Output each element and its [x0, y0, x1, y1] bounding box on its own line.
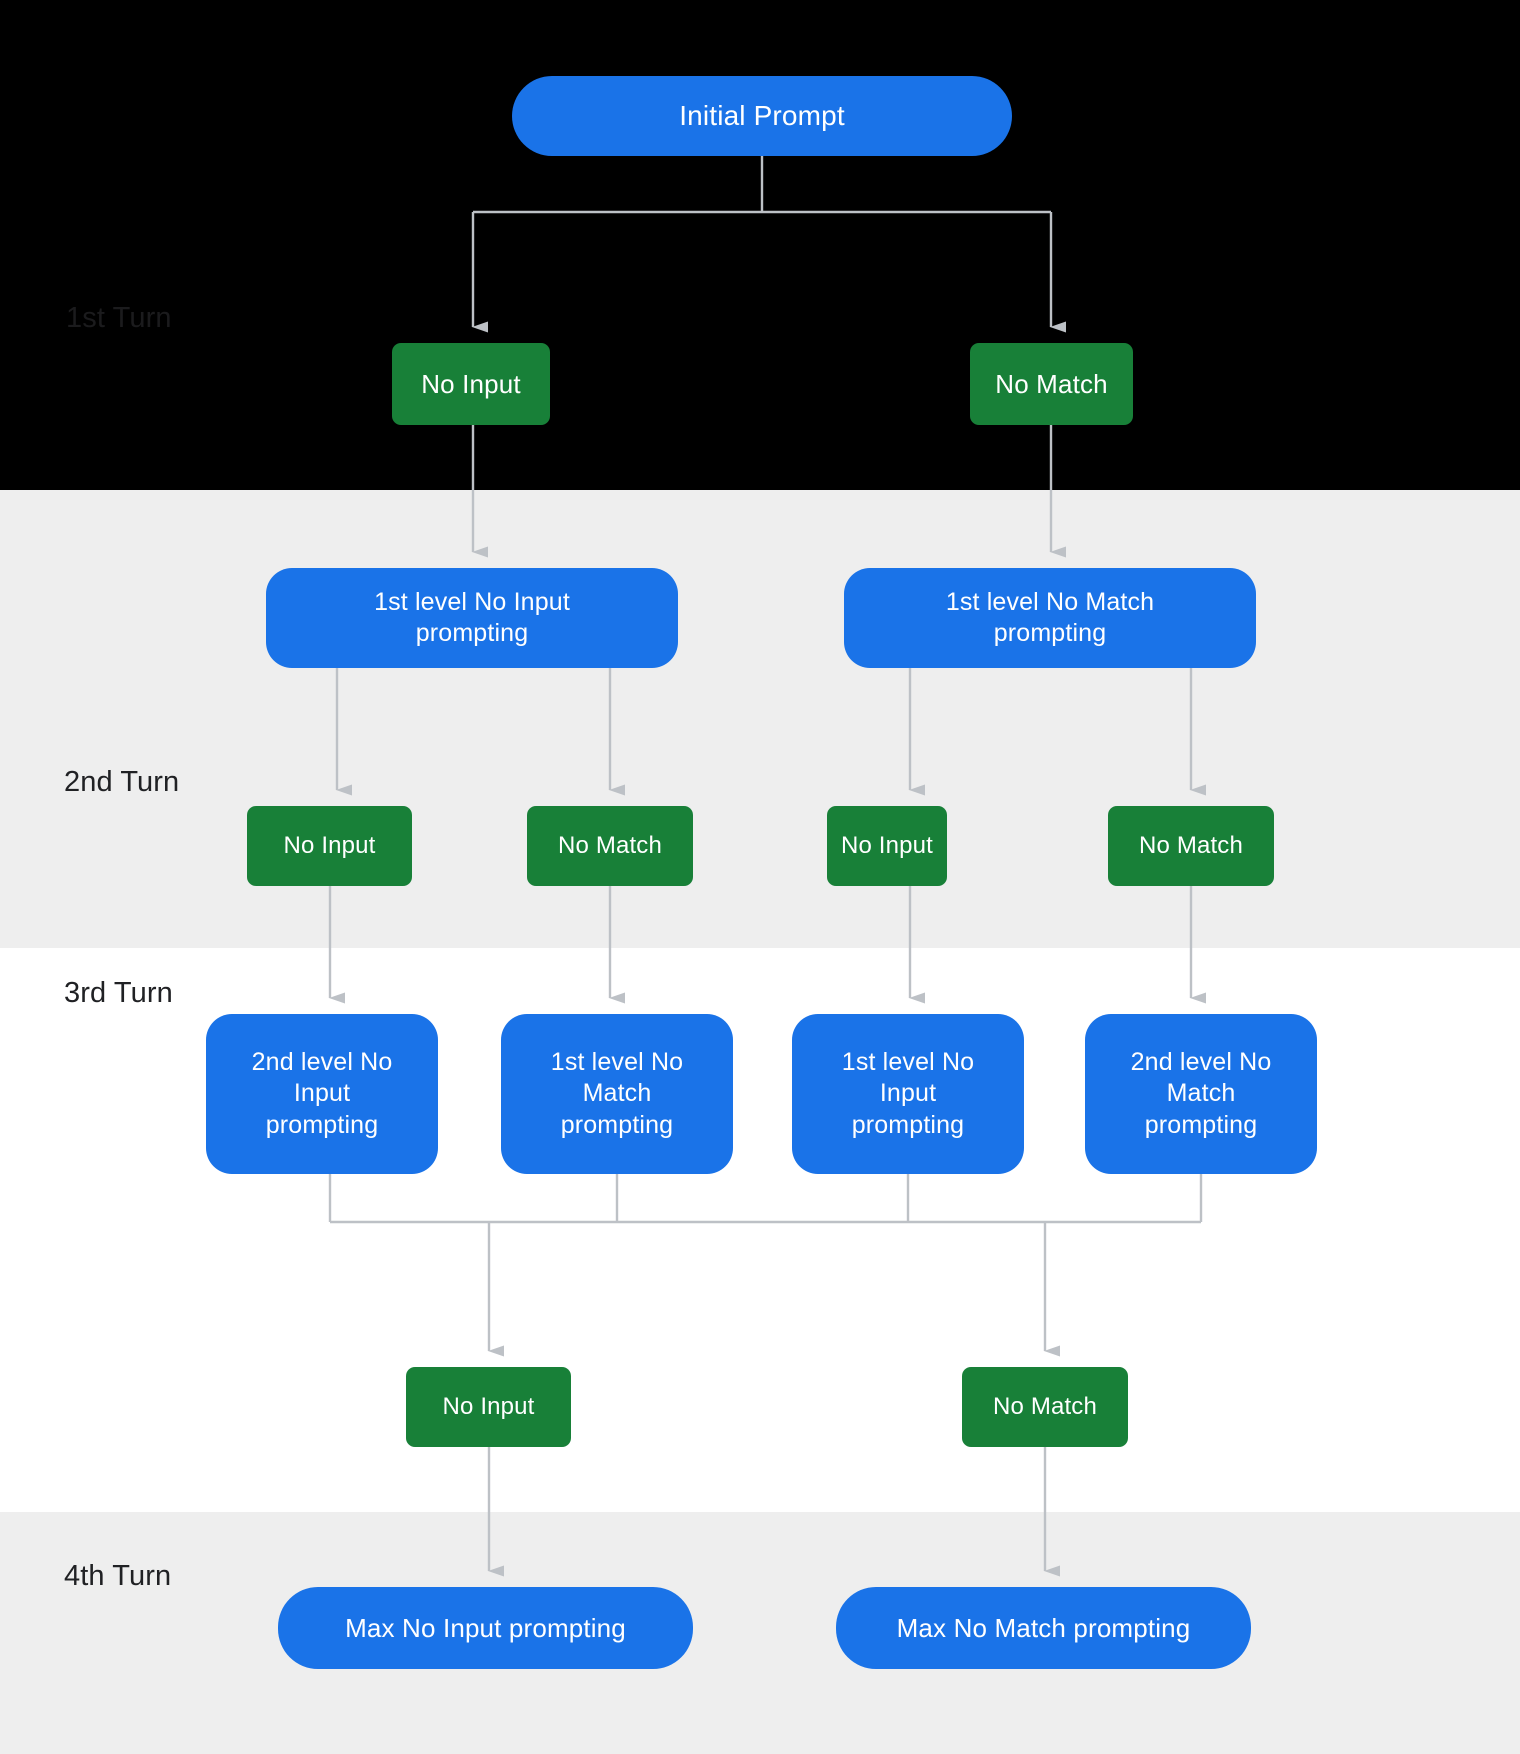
node-turn3-prompt-2nd-no-input[interactable]: 2nd level No Input prompting: [206, 1014, 438, 1174]
node-initial-prompt[interactable]: Initial Prompt: [512, 76, 1012, 156]
node-label: No Match: [993, 1392, 1097, 1420]
node-turn3-event-no-match[interactable]: No Match: [962, 1367, 1128, 1447]
node-label: 2nd level No Input prompting: [251, 1047, 393, 1139]
node-turn1-no-input[interactable]: No Input: [392, 343, 550, 425]
node-label: 1st level No Match prompting: [550, 1047, 684, 1139]
node-turn3-prompt-1st-no-input[interactable]: 1st level No Input prompting: [792, 1014, 1024, 1174]
node-label: Initial Prompt: [679, 100, 845, 132]
turn-label-1st: 1st Turn: [66, 302, 172, 334]
node-label: Max No Match prompting: [896, 1612, 1191, 1643]
node-turn2-prompt-no-input[interactable]: 1st level No Input prompting: [266, 568, 678, 668]
node-label: Max No Input prompting: [345, 1612, 626, 1643]
node-label: 2nd level No Match prompting: [1130, 1047, 1272, 1139]
node-label: No Input: [841, 831, 933, 859]
node-turn2-event-no-input-a[interactable]: No Input: [247, 806, 412, 886]
turn-band-1: [0, 0, 1520, 490]
node-turn3-event-no-input[interactable]: No Input: [406, 1367, 571, 1447]
node-label: No Match: [1139, 831, 1243, 859]
node-label: 1st level No Input prompting: [374, 587, 570, 648]
node-turn2-prompt-no-match[interactable]: 1st level No Match prompting: [844, 568, 1256, 668]
node-label: No Input: [283, 831, 376, 859]
node-turn2-event-no-input-b[interactable]: No Input: [827, 806, 947, 886]
node-turn1-no-match[interactable]: No Match: [970, 343, 1133, 425]
node-turn3-prompt-2nd-no-match[interactable]: 2nd level No Match prompting: [1085, 1014, 1317, 1174]
node-label: 1st level No Match prompting: [945, 587, 1155, 648]
node-label: No Input: [442, 1392, 535, 1420]
node-label: No Input: [421, 368, 521, 399]
node-turn3-prompt-1st-no-match[interactable]: 1st level No Match prompting: [501, 1014, 733, 1174]
node-label: 1st level No Input prompting: [841, 1047, 975, 1139]
turn-band-4: [0, 1512, 1520, 1754]
turn-label-2nd: 2nd Turn: [64, 766, 180, 798]
node-label: No Match: [558, 831, 662, 859]
node-label: No Match: [995, 368, 1108, 399]
node-turn4-max-no-input[interactable]: Max No Input prompting: [278, 1587, 693, 1669]
node-turn2-event-no-match-a[interactable]: No Match: [527, 806, 693, 886]
turn-band-2: [0, 490, 1520, 948]
node-turn2-event-no-match-b[interactable]: No Match: [1108, 806, 1274, 886]
node-turn4-max-no-match[interactable]: Max No Match prompting: [836, 1587, 1251, 1669]
turn-label-3rd: 3rd Turn: [64, 977, 173, 1009]
turn-label-4th: 4th Turn: [64, 1560, 172, 1592]
